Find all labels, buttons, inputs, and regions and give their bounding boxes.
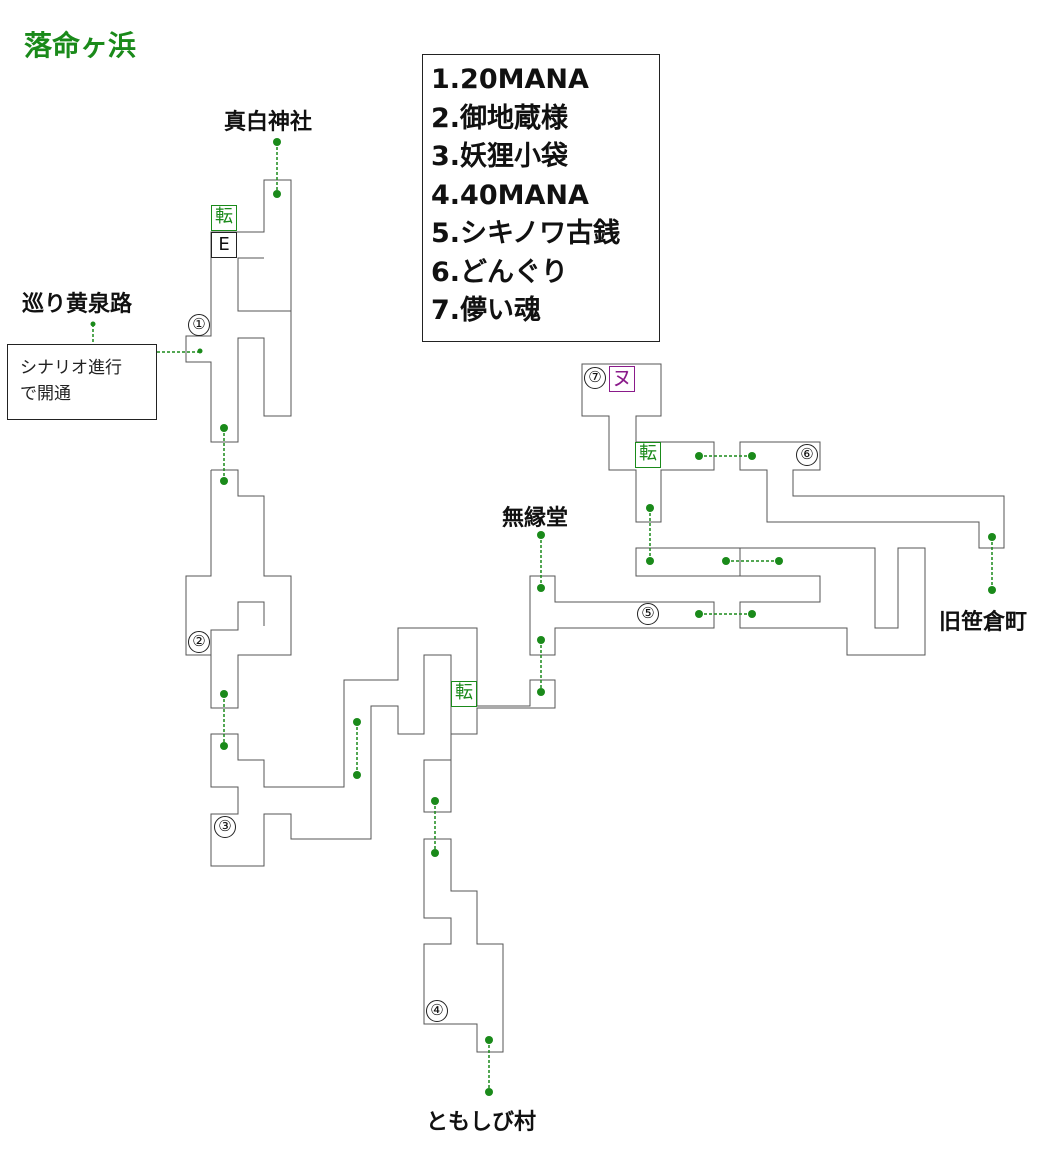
legend-item-6: 6.どんぐり (431, 256, 569, 288)
room-lower-left (210, 627, 556, 867)
dot (353, 718, 361, 726)
dot (646, 557, 654, 565)
teleport-icon[interactable]: 転 (451, 681, 477, 707)
scenario-note: シナリオ進行 で開通 (7, 344, 157, 420)
room-middle-column (185, 469, 292, 709)
dot (273, 190, 281, 198)
dot (220, 742, 228, 750)
exit-icon[interactable]: E (211, 232, 237, 258)
item-marker-1[interactable]: ① (188, 314, 210, 336)
place-kyu-sasakura[interactable]: 旧笹倉町 (939, 610, 1028, 635)
path-dots (90, 138, 996, 1096)
place-shinpaku-shrine[interactable]: 真白神社 (224, 110, 313, 135)
item-marker-6[interactable]: ⑥ (796, 444, 818, 466)
dot (273, 138, 281, 146)
place-muen-do[interactable]: 無縁堂 (502, 506, 569, 531)
note-line-1: シナリオ進行 (20, 358, 122, 378)
dot (353, 771, 361, 779)
dot (485, 1036, 493, 1044)
dot (722, 557, 730, 565)
dot (748, 610, 756, 618)
dot (537, 636, 545, 644)
dot (748, 452, 756, 460)
dot (537, 584, 545, 592)
teleport-icon[interactable]: 転 (635, 442, 661, 468)
dot (197, 348, 203, 354)
room-shrine-corridor (185, 179, 292, 443)
dot (646, 504, 654, 512)
item-marker-7[interactable]: ⑦ (584, 367, 606, 389)
legend-item-4: 4.40MANA (431, 179, 589, 211)
dot (988, 586, 996, 594)
dot (485, 1088, 493, 1096)
dot (537, 531, 545, 539)
item-marker-2[interactable]: ② (188, 631, 210, 653)
room-right-complex (739, 547, 926, 656)
room-outlines (185, 179, 1005, 1053)
item-marker-4[interactable]: ④ (426, 1000, 448, 1022)
dot (695, 610, 703, 618)
legend-item-1: 1.20MANA (431, 64, 589, 95)
room-bottom-column (423, 838, 504, 1053)
room-top-right (581, 363, 715, 523)
chest-nu-icon[interactable]: ヌ (609, 366, 635, 392)
legend-item-2: 2.御地蔵様 (431, 102, 569, 134)
legend-item-7: 7.儚い魂 (431, 295, 542, 326)
dot (90, 321, 96, 327)
item-marker-5[interactable]: ⑤ (637, 603, 659, 625)
dot (220, 477, 228, 485)
item-marker-3[interactable]: ③ (214, 816, 236, 838)
room-far-right (739, 441, 1005, 549)
path-links (92, 142, 993, 1092)
dot (537, 688, 545, 696)
place-tomoshibi-village[interactable]: ともしび村 (426, 1110, 537, 1135)
map-title: 落命ヶ浜 (24, 29, 137, 62)
note-line-2: で開通 (20, 384, 71, 404)
dot (220, 424, 228, 432)
dot (988, 533, 996, 541)
dot (431, 797, 439, 805)
room-shrine-inner (237, 257, 291, 312)
teleport-icon[interactable]: 転 (211, 205, 237, 231)
room-center-bar (635, 547, 741, 577)
legend-item-3: 3.妖狸小袋 (431, 141, 569, 172)
dot (775, 557, 783, 565)
dot (431, 849, 439, 857)
dot (695, 452, 703, 460)
legend-item-5: 5.シキノワ古銭 (431, 218, 621, 249)
dot (220, 690, 228, 698)
room-muen-connector (529, 575, 715, 656)
item-legend: 1.20MANA 2.御地蔵様 3.妖狸小袋 4.40MANA 5.シキノワ古銭… (422, 54, 660, 342)
place-meguri-yomiji[interactable]: 巡り黄泉路 (22, 292, 133, 317)
